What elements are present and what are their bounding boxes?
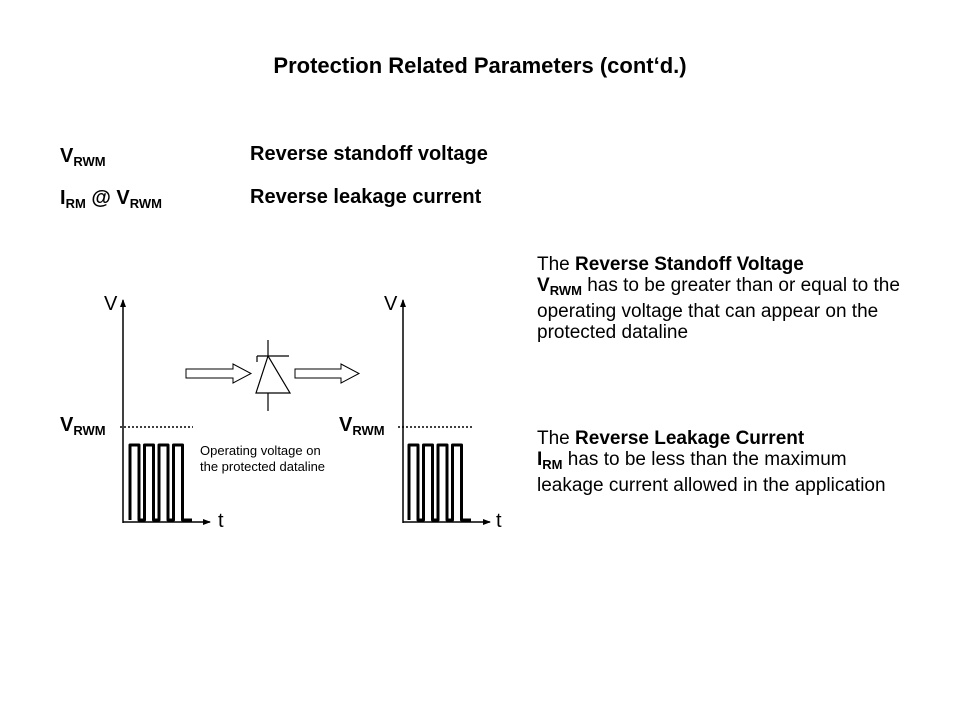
right-pulse-train (407, 443, 471, 522)
symbol-sub: RWM (129, 196, 163, 211)
tvs-diode-icon (255, 340, 292, 411)
left-y-axis-label: V (104, 293, 118, 315)
symbol-vrwm: VRWM (60, 145, 106, 169)
label-main: V (60, 414, 74, 436)
definition-reverse-standoff-voltage: Reverse standoff voltage (250, 143, 488, 165)
left-pulse-train (128, 443, 192, 522)
bold-term: Reverse Leakage Current (575, 428, 805, 449)
bold-term: Reverse Standoff Voltage (575, 254, 804, 275)
text: The (537, 254, 576, 275)
text: has to be less than the maximum leakage … (537, 449, 886, 496)
symbol-main: I (537, 449, 543, 470)
right-x-axis-label: t (496, 510, 502, 532)
label-sub: RWM (73, 423, 106, 438)
right-threshold-label: VRWM (339, 414, 385, 438)
flow-arrow-1 (185, 363, 253, 384)
label-main: V (339, 414, 353, 436)
right-plot (398, 299, 491, 525)
operating-voltage-annotation: Operating voltage on the protected datal… (200, 443, 326, 474)
symbol-main: V (60, 145, 74, 167)
label-sub: RWM (352, 423, 385, 438)
symbol-main: I (60, 187, 66, 209)
left-threshold-label: VRWM (60, 414, 106, 438)
text: has to be greater than or equal to the o… (537, 275, 900, 343)
symbol-sub: RWM (73, 154, 106, 169)
left-plot (120, 299, 211, 525)
definition-reverse-leakage-current: Reverse leakage current (250, 186, 482, 208)
symbol-sub: RWM (549, 283, 582, 298)
symbol-main: V (537, 275, 550, 296)
right-y-axis-label: V (384, 293, 398, 315)
symbol-sub: RM (542, 457, 563, 472)
left-x-axis-label: t (218, 510, 224, 532)
flow-arrow-2 (294, 363, 361, 384)
text: The (537, 428, 576, 449)
slide-title: Protection Related Parameters (cont‘d.) (273, 53, 687, 78)
symbol-sub: RM (65, 196, 86, 211)
symbol-irm-at-vrwm: IRM @ VRWM (60, 187, 162, 211)
symbol-mid: @ V (85, 187, 130, 209)
